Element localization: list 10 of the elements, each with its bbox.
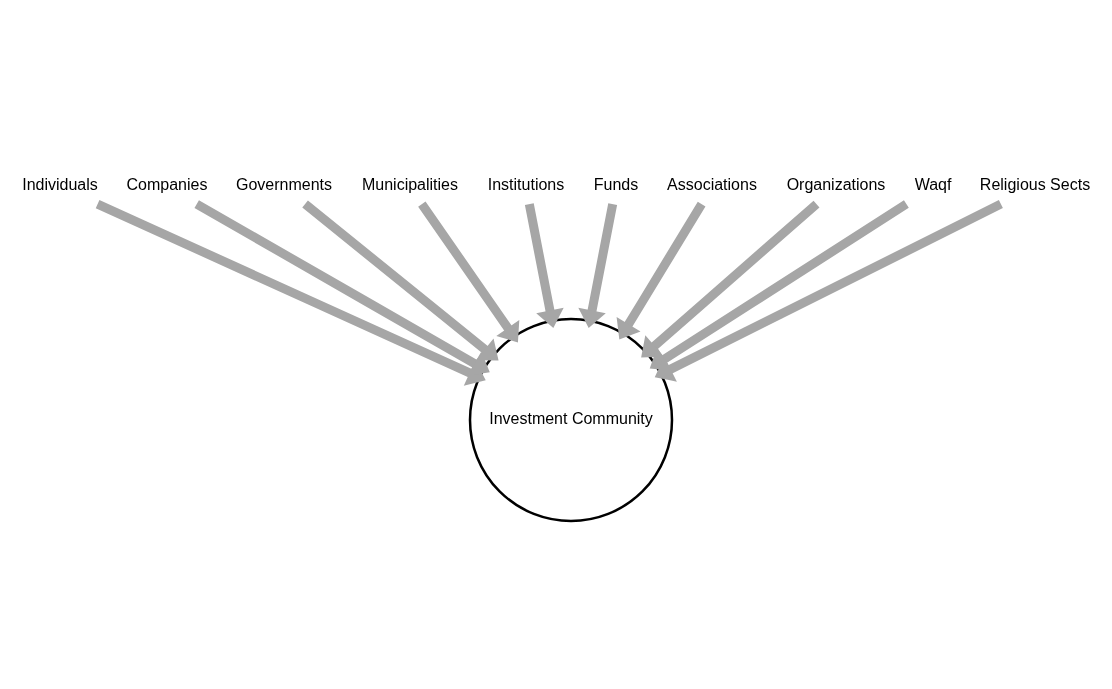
node-text: Individuals (22, 175, 98, 193)
node-text: Religious Sects (979, 175, 1091, 193)
node-text: Waqf (914, 175, 952, 193)
node-text: Associations (667, 175, 757, 193)
node-text: Governments (235, 175, 333, 193)
node-text: Funds (593, 175, 639, 193)
node-text: Organizations (786, 175, 886, 193)
node-text: Companies (126, 175, 208, 193)
node-text: Municipalities (361, 175, 459, 193)
node-text: Institutions (487, 175, 565, 193)
